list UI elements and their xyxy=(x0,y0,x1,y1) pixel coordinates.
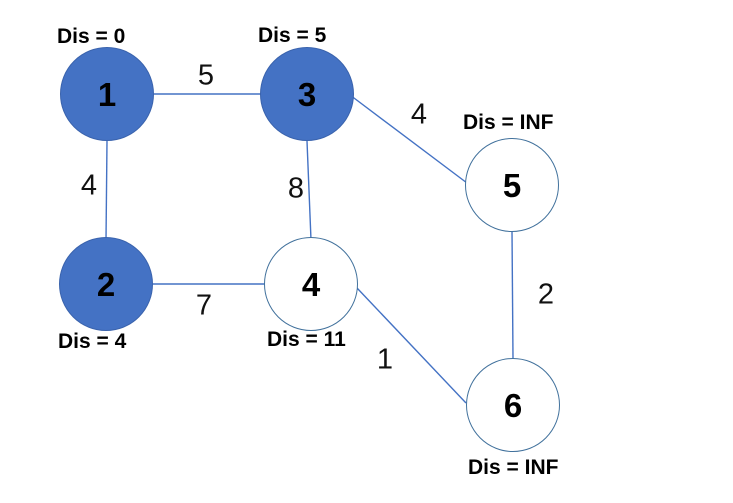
node-5-label: 5 xyxy=(502,166,522,204)
edge-weight-4-6: 1 xyxy=(376,343,394,376)
edge-weight-5-6: 2 xyxy=(537,278,555,311)
node-1: 1 xyxy=(60,47,154,141)
node-2: 2 xyxy=(59,237,153,331)
edge-3-4 xyxy=(306,140,312,241)
edge-weight-2-4: 7 xyxy=(195,289,213,322)
edge-weight-3-5: 4 xyxy=(410,98,428,131)
node-3-distance-label: Dis = 5 xyxy=(258,24,327,47)
edge-1-2 xyxy=(105,140,108,241)
node-4: 4 xyxy=(264,237,358,331)
edge-weight-1-2: 4 xyxy=(80,169,98,202)
node-3: 3 xyxy=(260,47,354,141)
node-4-label: 4 xyxy=(301,265,321,303)
edge-weight-1-3: 5 xyxy=(197,59,215,92)
node-5: 5 xyxy=(465,138,559,232)
node-2-distance-label: Dis = 4 xyxy=(58,330,127,353)
node-1-distance-label: Dis = 0 xyxy=(57,25,126,48)
node-6-label: 6 xyxy=(503,386,523,424)
node-5-distance-label: Dis = INF xyxy=(463,111,554,134)
node-1-label: 1 xyxy=(97,75,117,113)
edge-weight-3-4: 8 xyxy=(287,172,305,205)
node-6-distance-label: Dis = INF xyxy=(468,456,559,479)
node-4-distance-label: Dis = 11 xyxy=(267,328,346,351)
edge-3-5 xyxy=(349,94,468,184)
node-3-label: 3 xyxy=(297,75,317,113)
node-6: 6 xyxy=(466,358,560,452)
edge-4-6 xyxy=(356,287,467,404)
edge-5-6 xyxy=(511,230,514,360)
node-2-label: 2 xyxy=(96,265,116,303)
